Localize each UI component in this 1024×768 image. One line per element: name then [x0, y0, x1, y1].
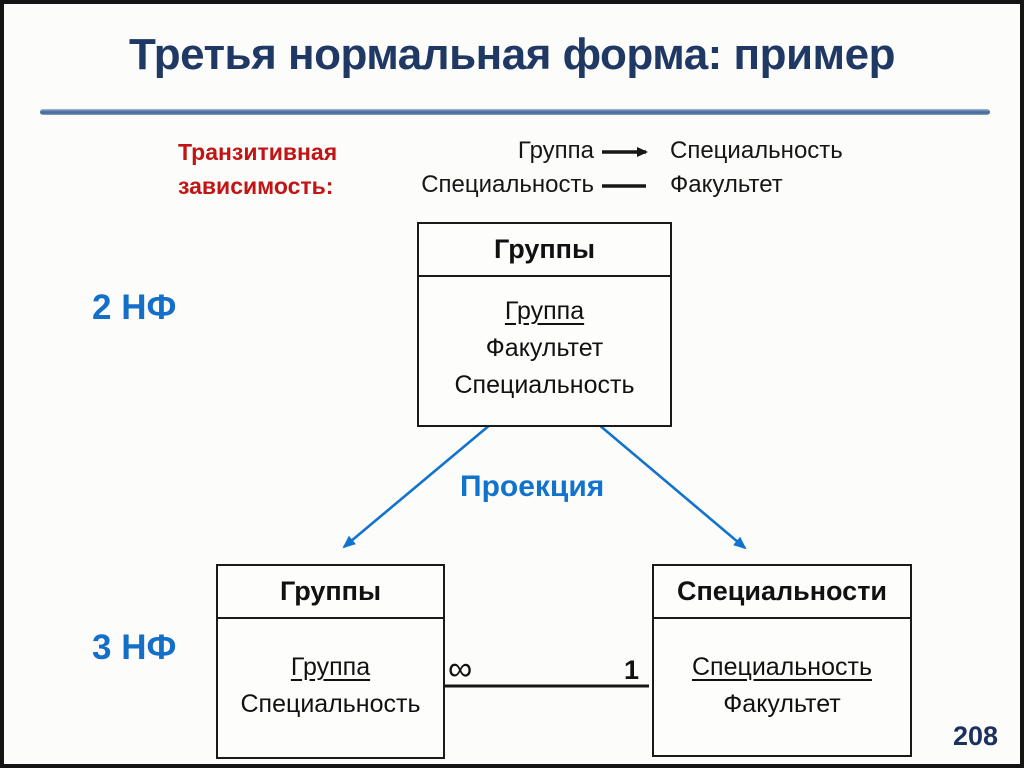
transitive-dependency-label-line2: зависимость: [178, 173, 334, 199]
transitive-dependency-label-line1: Транзитивная [178, 139, 338, 165]
field-key: Специальность [692, 653, 872, 681]
dependency-row1-to: Специальность [670, 137, 843, 164]
projection-label: Проекция [460, 470, 605, 503]
stage-label-2nf: 2 НФ [92, 288, 177, 327]
page-number: 208 [952, 721, 998, 751]
field: Факультет [485, 334, 604, 362]
field: Специальность [454, 371, 635, 399]
field: Факультет [723, 690, 841, 718]
dependency-row2-to: Факультет [670, 171, 783, 198]
title-divider [40, 109, 990, 115]
entity-table-fields: Группа Специальность [218, 619, 443, 723]
entity-table-groups-3nf: Группы Группа Специальность [216, 564, 445, 759]
field-key: Группа [290, 653, 371, 681]
stage-label-3nf: 3 НФ [92, 628, 177, 667]
entity-table-specialties-3nf: Специальности Специальность Факультет [652, 564, 912, 757]
dependency-row1-from: Группа [517, 137, 594, 164]
entity-table-title: Специальности [654, 566, 910, 619]
slide-title: Третья нормальная форма: пример [129, 30, 895, 79]
cardinality-many-symbol: ∞ [448, 650, 473, 688]
entity-table-fields: Специальность Факультет [654, 619, 910, 723]
cardinality-one-symbol: 1 [624, 655, 640, 685]
field-key: Группа [504, 297, 585, 325]
transitive-dependency-label: Транзитивная зависимость: [178, 135, 337, 203]
entity-table-title: Группы [218, 566, 443, 619]
entity-table-title: Группы [419, 224, 670, 277]
entity-table-groups-2nf: Группы Группа Факультет Специальность [417, 222, 672, 427]
projection-arrow-right [597, 423, 747, 550]
dependency-row2-from: Специальность [421, 171, 594, 198]
field: Специальность [240, 690, 421, 718]
entity-table-fields: Группа Факультет Специальность [419, 277, 670, 404]
